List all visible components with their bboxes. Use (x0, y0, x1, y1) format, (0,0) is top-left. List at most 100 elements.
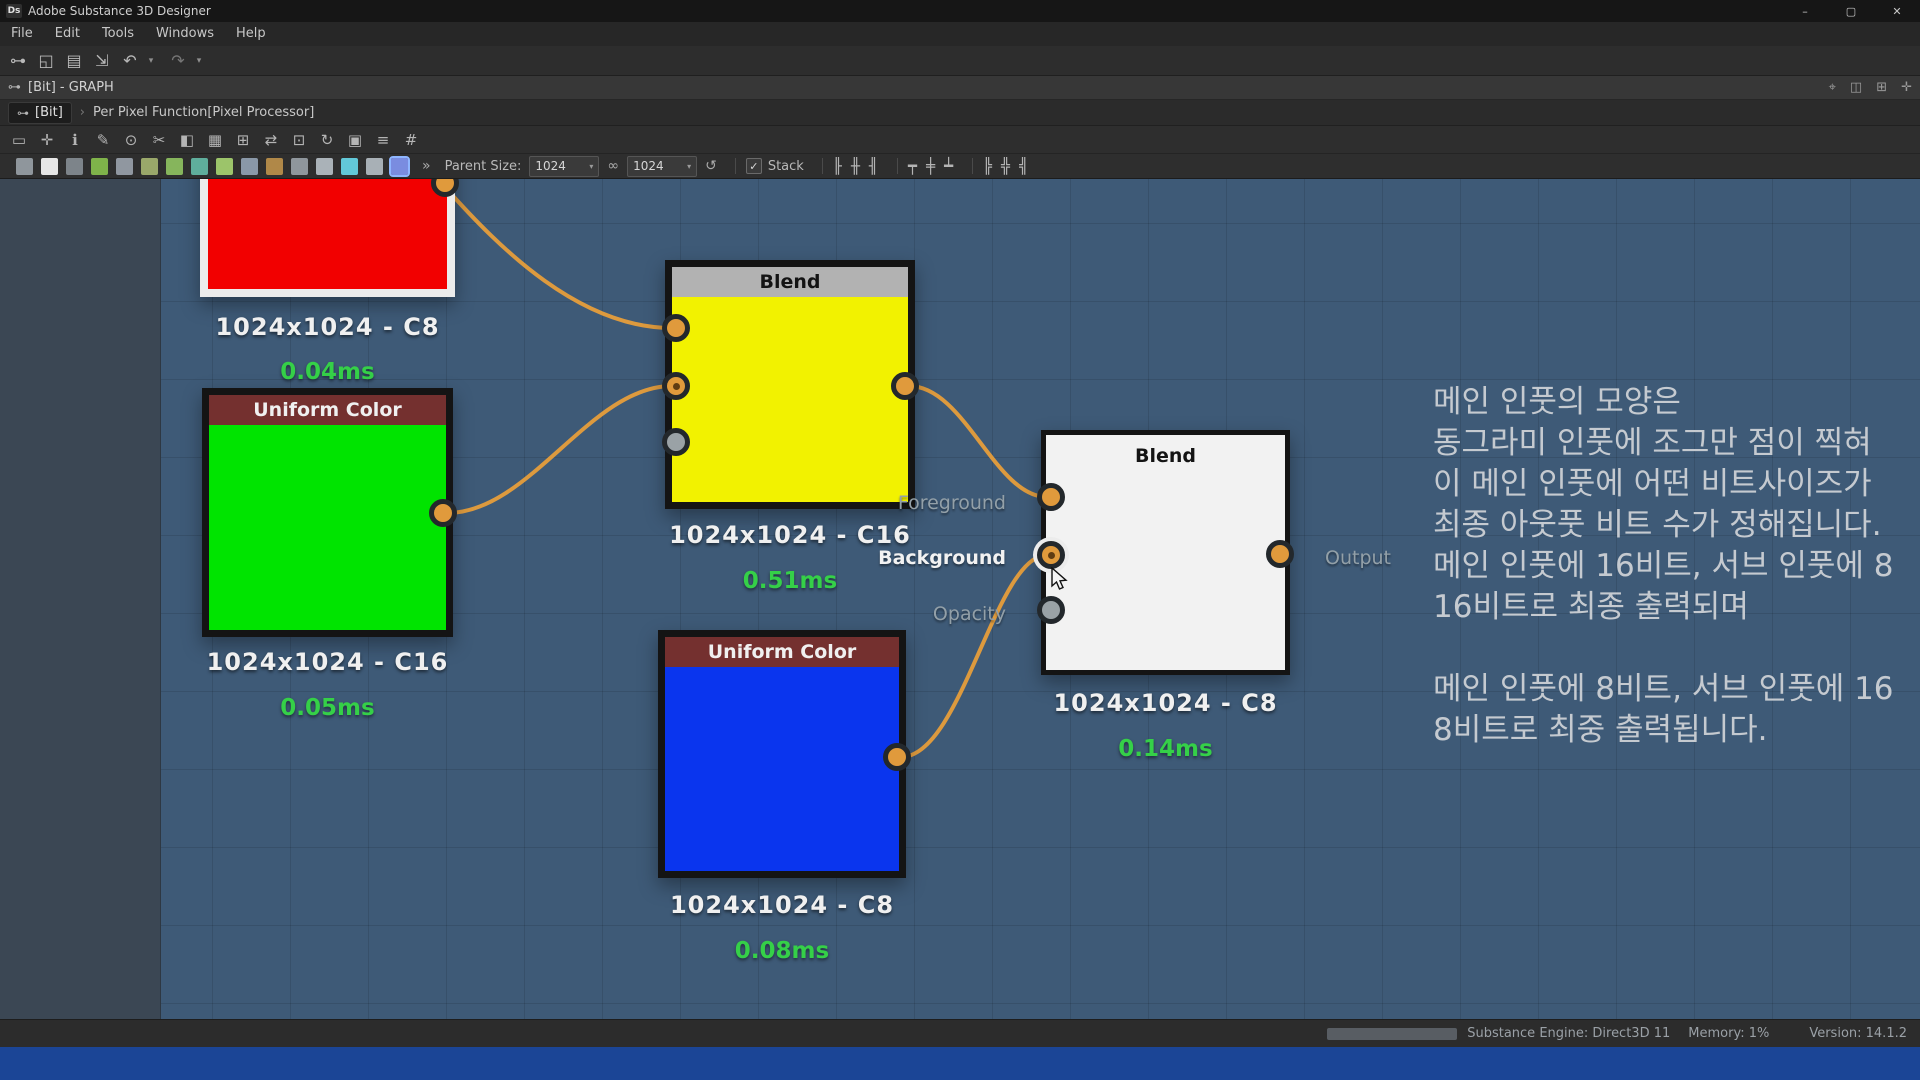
align-right-icon[interactable]: ╢ (868, 157, 878, 175)
graph-link-icon[interactable]: ⊶ (10, 51, 26, 70)
undo-caret-icon[interactable]: ▾ (148, 55, 154, 66)
blend2-foreground-port[interactable] (1037, 483, 1065, 511)
split-view-icon[interactable]: ◫ (1849, 80, 1863, 95)
node-shortcut-7-icon[interactable] (166, 157, 183, 175)
blend-input-1-port[interactable] (662, 314, 690, 342)
node-shortcut-3-icon[interactable] (66, 157, 83, 175)
stack-checkbox[interactable]: ✓ (745, 158, 762, 174)
redo-icon[interactable]: ↷ (171, 51, 185, 70)
undo-icon[interactable]: ↶ (123, 51, 137, 70)
grid-view-icon[interactable]: ▦ (207, 130, 223, 149)
menu-windows[interactable]: Windows (155, 26, 215, 41)
distribute-vertical-icon[interactable]: ╣ (1019, 157, 1029, 175)
align-left-icon[interactable]: ╟ (832, 157, 842, 175)
snap-icon[interactable]: ⊞ (236, 130, 250, 149)
layout-icon[interactable]: ⊞ (1876, 80, 1888, 95)
align-center-vertical-icon[interactable]: ╫ (850, 157, 860, 175)
move-tool-icon[interactable]: ✛ (40, 130, 54, 149)
os-taskbar[interactable] (0, 1047, 1920, 1080)
save-icon[interactable]: ▤ (66, 51, 82, 70)
node-shortcut-13-icon[interactable] (316, 157, 333, 175)
parent-size-width-value: 1024 (535, 159, 566, 173)
wire-blend-to-blend2-foreground (907, 384, 1049, 499)
breadcrumb-path[interactable]: Per Pixel Function[Pixel Processor] (92, 105, 315, 120)
align-top-icon[interactable]: ┯ (907, 157, 917, 175)
parent-size-width-select[interactable]: 1024 ▾ (529, 155, 600, 177)
blend2-opacity-port[interactable] (1037, 596, 1065, 624)
comment-icon[interactable]: ✎ (96, 130, 110, 149)
divider (896, 158, 898, 174)
open-icon[interactable]: ◱ (38, 51, 54, 70)
node-shortcut-4-icon[interactable] (91, 157, 108, 175)
node-blue-output-port[interactable] (883, 743, 911, 771)
node-blue-uniform-color[interactable]: Uniform Color (658, 630, 906, 878)
breadcrumb-root-label: [Bit] (35, 105, 63, 120)
blend-output-port[interactable] (891, 372, 919, 400)
breadcrumb: ⊶ [Bit] › Per Pixel Function[Pixel Proce… (0, 100, 1920, 126)
wire-blue-to-blend2-background (899, 553, 1049, 759)
fit-view-icon[interactable]: ⊡ (292, 130, 306, 149)
cut-link-icon[interactable]: ✂ (152, 130, 166, 149)
distribute-grid-icon[interactable]: ╬ (1001, 157, 1011, 175)
node-shortcut-11-icon[interactable] (266, 157, 283, 175)
distribute-horizontal-icon[interactable]: ╠ (983, 157, 993, 175)
menu-file[interactable]: File (11, 26, 33, 41)
marquee-select-icon[interactable]: ▭ (11, 130, 27, 149)
stack-label: Stack (767, 158, 804, 174)
menu-tools[interactable]: Tools (101, 26, 134, 41)
grid-snap-icon[interactable]: # (404, 130, 418, 149)
align-middle-icon[interactable]: ╪ (925, 157, 935, 175)
info-icon[interactable]: ℹ (72, 130, 78, 149)
node-red-uniform-color[interactable] (200, 179, 455, 297)
icons-view-icon[interactable]: ▣ (347, 130, 363, 149)
align-bottom-icon[interactable]: ┷ (943, 157, 953, 175)
link-aspect-icon[interactable]: ∞ (607, 158, 620, 174)
node-header: Blend (1134, 445, 1196, 467)
parent-size-height-select[interactable]: 1024 ▾ (627, 155, 698, 177)
wire-green-to-blend (445, 384, 674, 515)
node-shortcut-15-icon[interactable] (366, 157, 383, 175)
redo-caret-icon[interactable]: ▾ (196, 55, 202, 66)
maximize-view-icon[interactable]: ✛ (1901, 80, 1912, 95)
link-mode-icon[interactable]: ⇄ (264, 130, 278, 149)
node-green-uniform-color[interactable]: Uniform Color (202, 388, 453, 637)
node-header: Uniform Color (665, 637, 899, 667)
blend-opacity-port[interactable] (662, 428, 690, 456)
node-shortcut-10-icon[interactable] (241, 157, 258, 175)
blend2-output-port[interactable] (1266, 540, 1294, 568)
node-shortcut-14-icon[interactable] (341, 157, 358, 175)
node-shortcut-6-icon[interactable] (141, 157, 158, 175)
import-icon[interactable]: ⇲ (95, 51, 109, 70)
list-view-icon[interactable]: ≡ (376, 130, 390, 149)
node-shortcut-1-icon[interactable] (16, 157, 33, 175)
node-shortcut-9-icon[interactable] (216, 157, 233, 175)
window-title: Adobe Substance 3D Designer (28, 4, 211, 18)
annotation-line: 이 메인 인풋에 어떤 비트사이즈가 (1433, 466, 1872, 502)
minimize-button[interactable]: – (1802, 4, 1808, 18)
node-green-size-label: 1024x1024 - C16 (206, 648, 449, 676)
pin-icon[interactable]: ⌖ (1828, 80, 1836, 95)
reset-size-icon[interactable]: ↺ (705, 158, 717, 174)
node-shortcut-12-icon[interactable] (291, 157, 308, 175)
breadcrumb-root[interactable]: ⊶ [Bit] (8, 101, 72, 124)
node-shortcut-8-icon[interactable] (191, 157, 208, 175)
node-red-output-port[interactable] (431, 179, 459, 197)
node-blend-white[interactable]: Blend (1041, 430, 1290, 675)
node-blend-yellow[interactable]: Blend (665, 260, 915, 509)
refresh-icon[interactable]: ↻ (320, 130, 334, 149)
node-shortcut-5-icon[interactable] (116, 157, 133, 175)
node-shortcut-16-icon[interactable] (389, 155, 410, 177)
menu-edit[interactable]: Edit (54, 26, 80, 41)
display-mode-icon[interactable]: ◧ (179, 130, 195, 149)
node-shortcut-2-icon[interactable] (41, 157, 58, 175)
maximize-button[interactable]: ▢ (1845, 4, 1857, 18)
node-green-output-port[interactable] (429, 499, 457, 527)
menu-help[interactable]: Help (236, 26, 266, 41)
blend-input-2-port[interactable] (662, 372, 690, 400)
graph-canvas[interactable]: 1024x1024 - C8 0.04ms Uniform Color 1024… (0, 179, 1920, 1019)
toolbar-overflow-icon[interactable]: » (422, 158, 431, 174)
search-icon[interactable]: ⊙ (124, 130, 138, 149)
graph-tab-label[interactable]: [Bit] - GRAPH (28, 80, 114, 95)
blend2-background-port[interactable] (1037, 541, 1065, 569)
close-button[interactable]: ✕ (1892, 4, 1902, 18)
